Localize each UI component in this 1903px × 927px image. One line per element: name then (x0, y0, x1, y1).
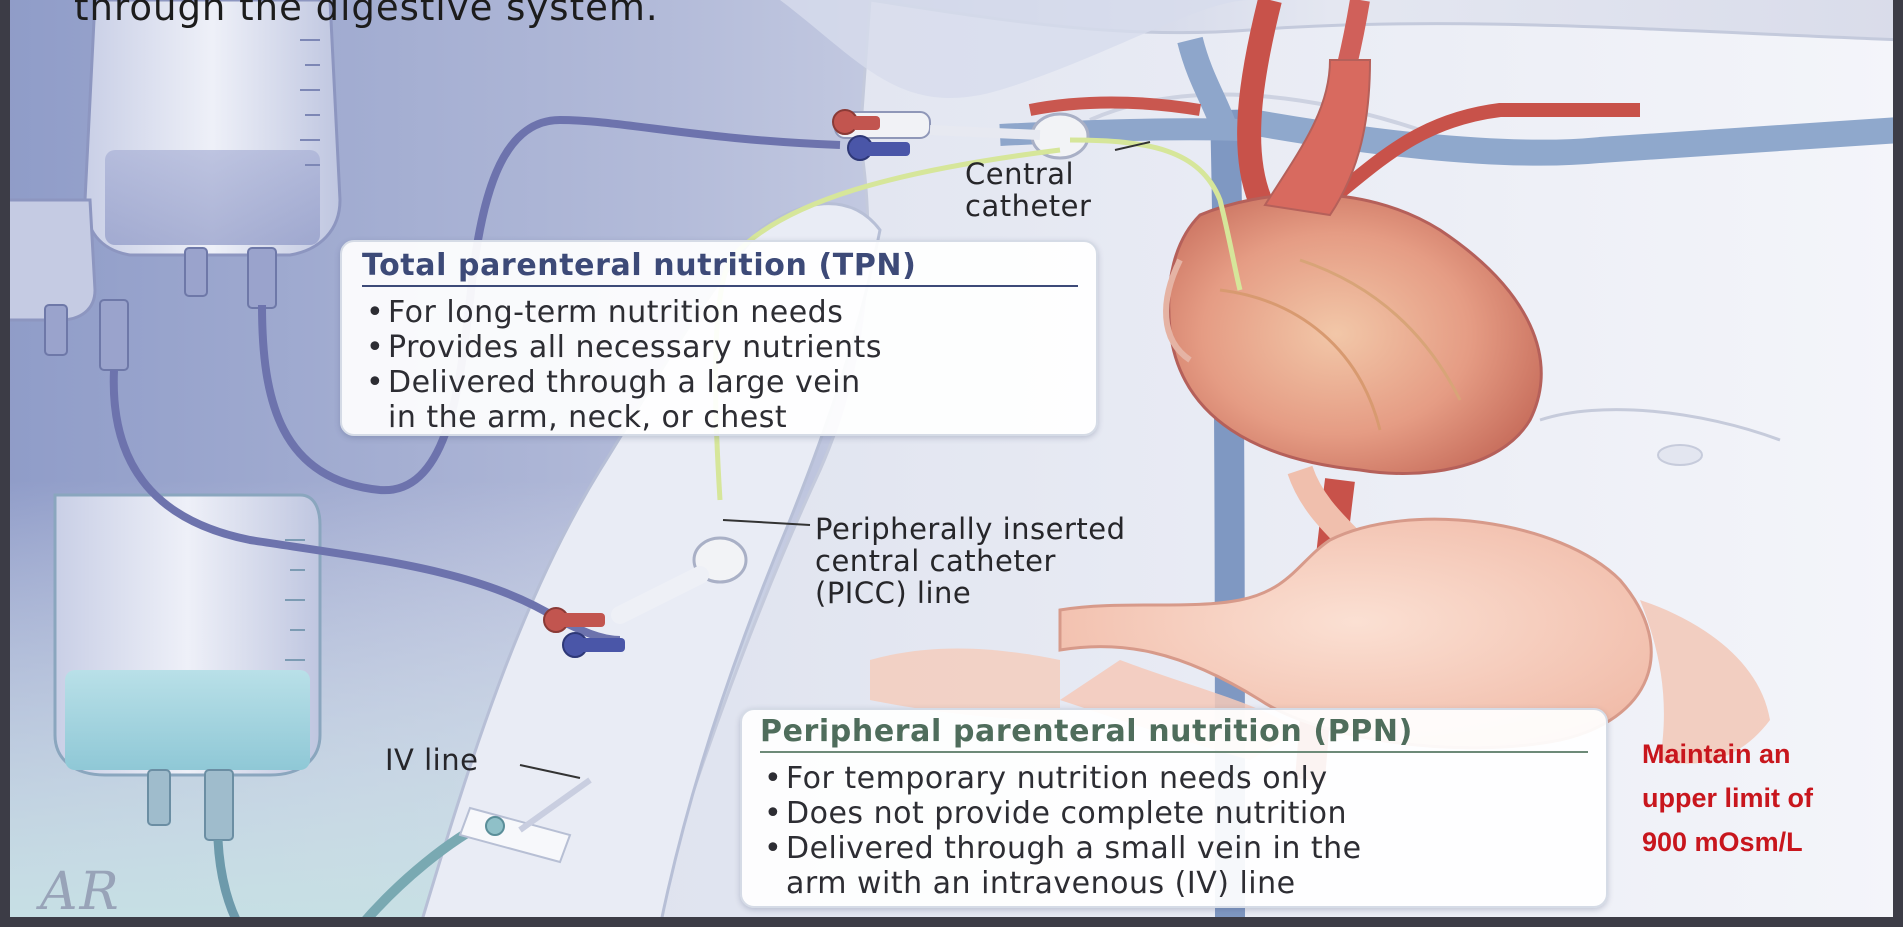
ppn-bullet: •Delivered through a small vein in the (760, 831, 1588, 866)
central-catheter-label-line2: catheter (965, 190, 1091, 222)
picc-label-line2: central catheter (815, 545, 1126, 577)
ppn-bullet-text: Delivered through a small vein in the (786, 831, 1362, 866)
osmolarity-note-line1: Maintain an (1642, 732, 1882, 776)
tpn-bullet: •For long-term nutrition needs (362, 295, 1078, 330)
tpn-bullet-continued: in the arm, neck, or chest (362, 400, 1078, 435)
ppn-rule (760, 751, 1588, 753)
tpn-bullets: •For long-term nutrition needs •Provides… (362, 295, 1078, 435)
picc-label-line3: (PICC) line (815, 577, 1126, 609)
osmolarity-note: Maintain an upper limit of 900 mOsm/L (1642, 732, 1882, 864)
bullet-dot: • (366, 365, 384, 400)
header-text: through the digestive system. (74, 0, 659, 29)
ppn-bullet-text: For temporary nutrition needs only (786, 761, 1328, 796)
picc-label: Peripherally inserted central catheter (… (815, 513, 1126, 609)
tpn-box: Total parenteral nutrition (TPN) •For lo… (340, 240, 1098, 436)
osmolarity-note-line3: 900 mOsm/L (1642, 820, 1882, 864)
tpn-rule (362, 285, 1078, 287)
ppn-bullet-text: arm with an intravenous (IV) line (786, 866, 1296, 901)
tpn-title: Total parenteral nutrition (TPN) (362, 248, 1078, 283)
tpn-bullet: •Provides all necessary nutrients (362, 330, 1078, 365)
ppn-bullet: •For temporary nutrition needs only (760, 761, 1588, 796)
tpn-bullet-text: For long-term nutrition needs (388, 295, 843, 330)
central-catheter-label-line1: Central (965, 158, 1091, 190)
ppn-bullet: •Does not provide complete nutrition (760, 796, 1588, 831)
tpn-bullet: •Delivered through a large vein (362, 365, 1078, 400)
central-catheter-label: Central catheter (965, 158, 1091, 222)
artist-signature: AR (40, 862, 121, 922)
ppn-title: Peripheral parenteral nutrition (PPN) (760, 714, 1588, 749)
tpn-bullet-text: Provides all necessary nutrients (388, 330, 882, 365)
bullet-dot: • (764, 796, 782, 831)
ppn-bullet-text: Does not provide complete nutrition (786, 796, 1347, 831)
bullet-dot: • (366, 295, 384, 330)
ppn-bullets: •For temporary nutrition needs only •Doe… (760, 761, 1588, 901)
osmolarity-note-line2: upper limit of (1642, 776, 1882, 820)
ppn-box: Peripheral parenteral nutrition (PPN) •F… (740, 708, 1608, 908)
bullet-dot: • (764, 831, 782, 866)
tpn-bullet-text: in the arm, neck, or chest (388, 400, 787, 435)
bullet-dot: • (366, 330, 384, 365)
picc-label-line1: Peripherally inserted (815, 513, 1126, 545)
ppn-bullet-continued: arm with an intravenous (IV) line (760, 866, 1588, 901)
tpn-bullet-text: Delivered through a large vein (388, 365, 861, 400)
iv-line-label: IV line (385, 744, 478, 776)
bullet-dot: • (764, 761, 782, 796)
